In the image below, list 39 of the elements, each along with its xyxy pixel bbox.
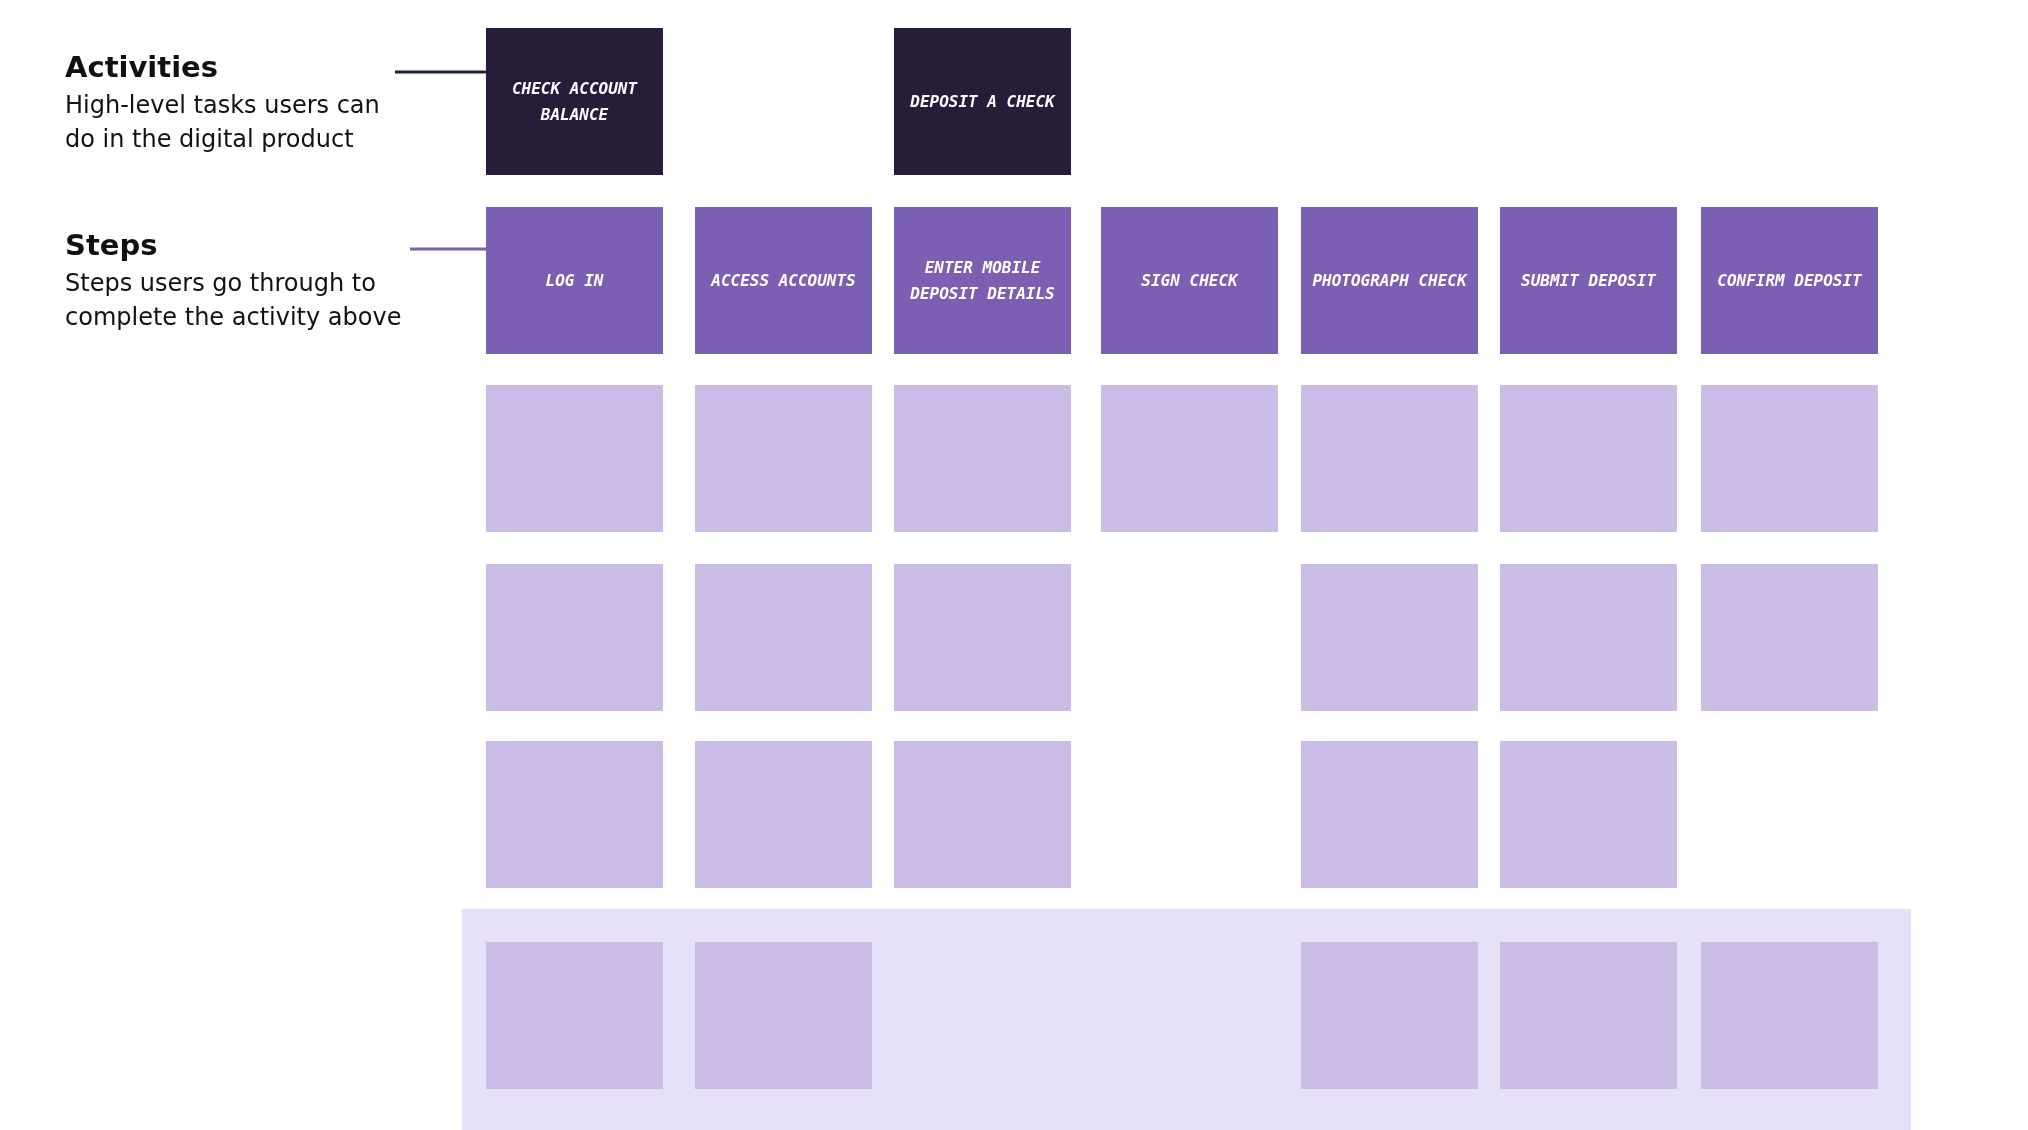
activity-card: DEPOSIT A CHECK: [894, 28, 1071, 175]
step-card: ENTER MOBILE DEPOSIT DETAILS: [894, 207, 1071, 354]
sticky-note: [1101, 385, 1278, 532]
sticky-note: [1500, 741, 1677, 888]
row-description: Steps users go through to complete the activity above: [65, 268, 403, 333]
sticky-note: [486, 564, 663, 711]
leader-line: [410, 247, 486, 251]
sticky-note: [1301, 741, 1478, 888]
sticky-note: [695, 942, 872, 1089]
sticky-note: [1500, 564, 1677, 711]
sticky-note: [695, 385, 872, 532]
sticky-note: [695, 564, 872, 711]
sticky-note: [1301, 564, 1478, 711]
sticky-note: [695, 741, 872, 888]
sticky-note: [894, 741, 1071, 888]
leader-line: [395, 70, 486, 74]
step-card: SIGN CHECK: [1101, 207, 1278, 354]
step-card: PHOTOGRAPH CHECK: [1301, 207, 1478, 354]
sticky-note: [1701, 942, 1878, 1089]
sticky-note: [486, 942, 663, 1089]
sticky-note: [1701, 385, 1878, 532]
sticky-note: [486, 385, 663, 532]
sticky-note: [894, 564, 1071, 711]
row-heading: Steps: [65, 228, 159, 262]
sticky-note: [1500, 942, 1677, 1089]
step-card: CONFIRM DEPOSIT: [1701, 207, 1878, 354]
sticky-note: [1301, 385, 1478, 532]
sticky-note: [894, 385, 1071, 532]
row-description: High-level tasks users can do in the digital product: [65, 90, 381, 155]
sticky-note: [486, 741, 663, 888]
row-heading: Activities: [65, 50, 219, 84]
sticky-note: [1701, 564, 1878, 711]
release-band: [462, 909, 1911, 1130]
activity-card: CHECK ACCOUNT BALANCE: [486, 28, 663, 175]
step-card: LOG IN: [486, 207, 663, 354]
sticky-note: [1500, 385, 1677, 532]
step-card: ACCESS ACCOUNTS: [695, 207, 872, 354]
sticky-note: [1301, 942, 1478, 1089]
step-card: SUBMIT DEPOSIT: [1500, 207, 1677, 354]
